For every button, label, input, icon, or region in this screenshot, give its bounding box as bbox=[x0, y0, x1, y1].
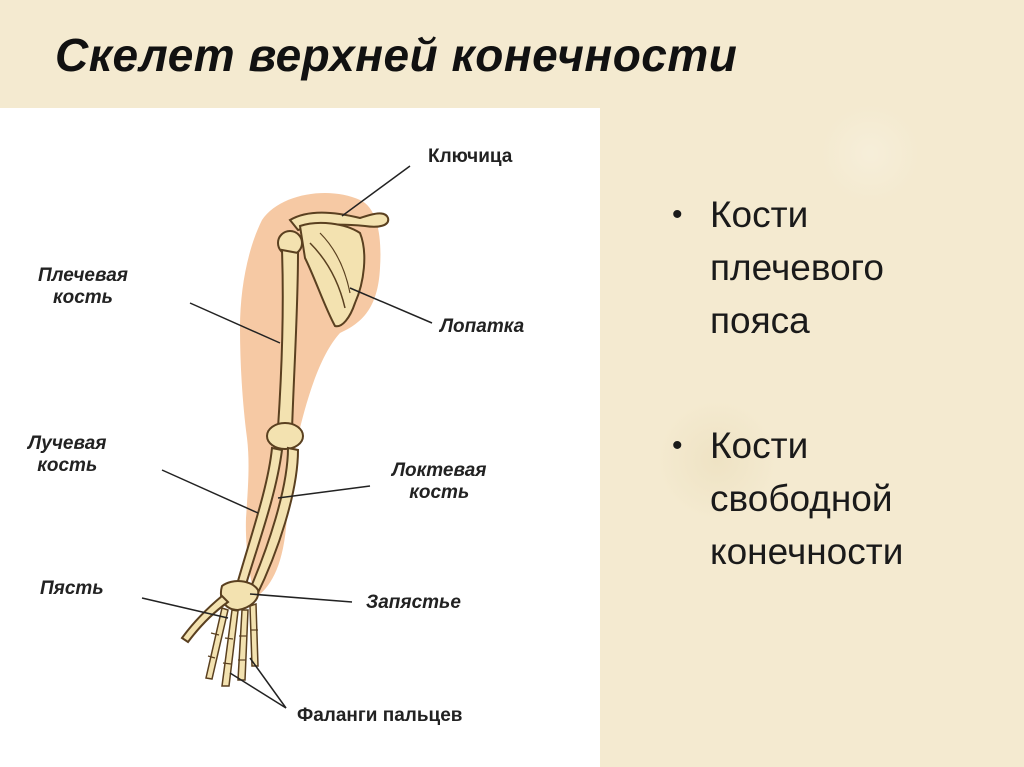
scapula-leader bbox=[349, 287, 433, 324]
finger-2 bbox=[221, 609, 239, 687]
radius-leader bbox=[161, 469, 259, 514]
label-leader-lines bbox=[141, 165, 433, 709]
bullet-marker: • bbox=[672, 198, 683, 231]
label-humerus: Плечевая кость bbox=[38, 265, 128, 308]
bullet-text: Кости свободной конечности bbox=[710, 425, 904, 572]
phalanges-leader-2 bbox=[249, 657, 287, 709]
bullet-marker: • bbox=[672, 429, 683, 462]
humerus-leader bbox=[189, 302, 281, 344]
phalanges-leader-1 bbox=[229, 672, 287, 709]
scapula-ridge-2 bbox=[319, 232, 351, 294]
scapula-ridge bbox=[309, 242, 346, 309]
elbow-joint bbox=[266, 422, 304, 450]
thumb-bones bbox=[180, 594, 230, 644]
bullet-item: • Кости свободной конечности bbox=[672, 419, 1012, 578]
phalanx-joints bbox=[207, 629, 258, 665]
wrist-leader bbox=[249, 593, 353, 603]
label-clavicle: Ключица bbox=[428, 146, 513, 167]
label-scapula: Лопатка bbox=[440, 316, 525, 337]
bullet-list: • Кости плечевого пояса • Кости свободно… bbox=[672, 188, 1012, 578]
label-wrist: Запястье bbox=[366, 592, 461, 613]
finger-4 bbox=[249, 602, 259, 667]
slide-title: Скелет верхней конечности bbox=[55, 29, 738, 81]
bullet-item: • Кости плечевого пояса bbox=[672, 188, 1012, 347]
label-radius: Лучевая кость bbox=[28, 433, 107, 476]
finger-3 bbox=[237, 609, 249, 681]
ulna-leader bbox=[277, 485, 371, 499]
clavicle-leader bbox=[341, 165, 411, 217]
label-ulna: Локтевая кость bbox=[392, 460, 487, 503]
arm-skeleton-illustration bbox=[141, 165, 433, 709]
label-metacarpus: Пясть bbox=[40, 578, 104, 599]
arm-skeleton-figure: Ключица Плечевая кость Лопатка Лучевая к… bbox=[0, 108, 600, 767]
bullet-text: Кости плечевого пояса bbox=[710, 194, 884, 341]
label-phalanges: Фаланги пальцев bbox=[297, 705, 463, 726]
metacarpus-leader bbox=[141, 597, 229, 619]
finger-1 bbox=[205, 607, 229, 680]
